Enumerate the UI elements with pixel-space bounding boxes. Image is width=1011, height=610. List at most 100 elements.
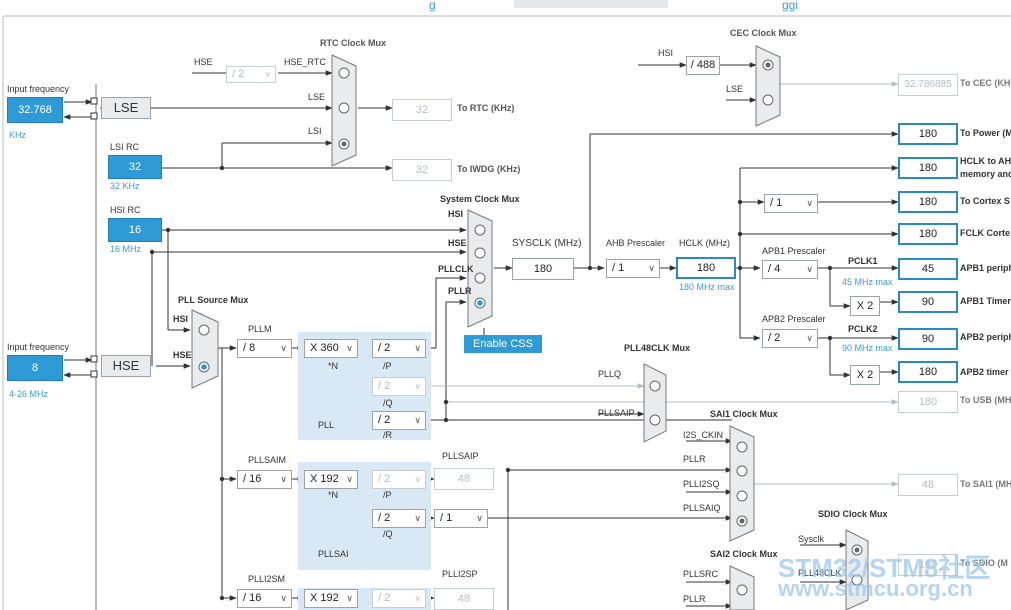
- sdio-pll48-label: PLL48CLK: [798, 568, 842, 578]
- rtc-lsi-label: LSI: [308, 126, 322, 136]
- chevron-down-icon: ∨: [414, 381, 421, 391]
- plli2sn-select[interactable]: X 192∨: [304, 589, 358, 608]
- cec-mux-shape: [755, 45, 781, 127]
- chevron-down-icon: ∨: [414, 593, 421, 603]
- lsi-value[interactable]: 32: [108, 155, 162, 179]
- hse-frequency-input[interactable]: 8: [7, 355, 63, 381]
- pllp-select[interactable]: / 2∨: [372, 339, 426, 358]
- apb2-prescaler-select[interactable]: / 2∨: [762, 329, 818, 348]
- hse-range: 4-26 MHz: [9, 389, 49, 399]
- lse-source[interactable]: LSE: [101, 97, 151, 119]
- pllsaip-select[interactable]: / 2∨: [372, 470, 426, 489]
- hclk-ahb-label2: memory and: [960, 169, 1011, 179]
- apb1-timer-label: APB1 Timer: [960, 296, 1011, 306]
- chevron-down-icon: ∨: [806, 333, 813, 343]
- hclk-ahb-label: HCLK to AH: [960, 156, 1011, 166]
- hsi-value[interactable]: 16: [108, 218, 162, 242]
- sai1-pllsaiq-label: PLLSAIQ: [683, 503, 721, 513]
- pll48-pllsaip-label: PLLSAIP: [598, 408, 635, 418]
- apb1-prescaler-select[interactable]: / 4∨: [762, 260, 818, 279]
- apb2-prescaler-label: APB2 Prescaler: [762, 314, 826, 324]
- hclk-max: 180 MHz max: [679, 282, 735, 292]
- cortex-timer-divider-select[interactable]: / 1∨: [764, 194, 818, 213]
- pll-name: PLL: [318, 420, 335, 430]
- usb-output-value: 180: [898, 391, 958, 413]
- pllsain-select[interactable]: X 192∨: [304, 470, 358, 489]
- apb1-timer-value: 90: [898, 291, 958, 313]
- pllq-select[interactable]: / 2∨: [372, 377, 426, 396]
- chevron-down-icon: ∨: [346, 474, 353, 484]
- hclk-label: HCLK (MHz): [679, 238, 730, 248]
- pclk2-max: 90 MHz max: [842, 343, 893, 353]
- sai2-mux-title: SAI2 Clock Mux: [710, 549, 778, 559]
- chevron-down-icon: ∨: [414, 343, 421, 353]
- usb-output-label: To USB (MH: [960, 395, 1011, 405]
- plli2sm-label: PLLI2SM: [248, 574, 286, 584]
- chevron-down-icon: ∨: [280, 474, 287, 484]
- plli2sp-select[interactable]: / 2∨: [372, 589, 426, 608]
- sysclk-value: 180: [512, 258, 574, 280]
- fclk-output-label: FCLK Corte: [960, 228, 1010, 238]
- top-tab[interactable]: [514, 0, 668, 8]
- apb2-periph-value: 90: [898, 328, 958, 350]
- pllsaim-select[interactable]: / 16∨: [237, 470, 292, 489]
- lsi-range: 32 KHz: [110, 181, 140, 191]
- chevron-down-icon: ∨: [806, 198, 813, 208]
- power-output-label: To Power (M: [960, 128, 1011, 138]
- pll48-mux-shape: [643, 363, 667, 443]
- sai1-output-value: 48: [898, 474, 958, 496]
- cec-divider[interactable]: / 488: [686, 56, 720, 75]
- hclk-input[interactable]: 180: [676, 257, 736, 279]
- lse-freq-title: Input frequency: [7, 84, 70, 94]
- sdio-output-value: 180: [898, 554, 958, 576]
- chevron-down-icon: ∨: [264, 69, 271, 79]
- pclk2-label: PCLK2: [848, 324, 878, 334]
- sai2-pllr-label: PLLR: [683, 594, 706, 604]
- rtc-output-label: To RTC (KHz): [457, 103, 515, 113]
- lsi-title: LSI RC: [110, 142, 140, 152]
- pllsaiq-divider-select[interactable]: / 1∨: [434, 509, 488, 528]
- pll-source-mux-title: PLL Source Mux: [178, 295, 249, 305]
- pllr-select[interactable]: / 2∨: [372, 411, 426, 430]
- pclk1-label: PCLK1: [848, 256, 878, 266]
- hse-source[interactable]: HSE: [101, 355, 151, 377]
- plli2sm-select[interactable]: / 16∨: [237, 589, 292, 608]
- pllsain-label: *N: [328, 490, 339, 500]
- chevron-down-icon: ∨: [346, 593, 353, 603]
- apb1-prescaler-label: APB1 Prescaler: [762, 246, 826, 256]
- pll-source-mux-shape: [191, 309, 219, 389]
- ahb-prescaler-select[interactable]: / 1∨: [606, 259, 660, 278]
- iwdg-output-label: To IWDG (KHz): [457, 164, 521, 174]
- rtc-hse-divider[interactable]: / 2∨: [226, 66, 276, 83]
- power-output-value: 180: [898, 123, 958, 145]
- pclk1-max: 45 MHz max: [842, 277, 893, 287]
- lse-frequency-input[interactable]: 32.768: [7, 97, 63, 123]
- plln-select[interactable]: X 360∨: [304, 339, 358, 358]
- rtc-lse-label: LSE: [308, 92, 326, 102]
- pllr-label: /R: [383, 430, 392, 440]
- watermark-line1: STM32/STM8社区: [778, 553, 991, 583]
- sai1-mux-shape: [729, 425, 755, 542]
- pllsaiq-select[interactable]: / 2∨: [372, 509, 426, 528]
- apb1-periph-label: APB1 periph: [960, 263, 1011, 273]
- chevron-down-icon: ∨: [414, 513, 421, 523]
- apb1-periph-value: 45: [898, 258, 958, 280]
- chevron-down-icon: ∨: [414, 415, 421, 425]
- pllm-label: PLLM: [248, 324, 272, 334]
- chevron-down-icon: ∨: [476, 513, 483, 523]
- sai1-output-label: To SAI1 (MH: [960, 479, 1011, 489]
- rtc-mux-title: RTC Clock Mux: [320, 38, 387, 48]
- cec-output-value: 32.786885: [898, 74, 958, 96]
- pllsaip-label: /P: [383, 490, 392, 500]
- system-mux-shape: [467, 209, 493, 328]
- apb2-timer-multiplier: X 2: [850, 365, 880, 385]
- enable-css-button[interactable]: Enable CSS: [464, 335, 542, 353]
- rtc-hse-rtc-label: HSE_RTC: [284, 57, 326, 67]
- hclk-ahb-output-value: 180: [898, 157, 958, 179]
- pllm-select[interactable]: / 8∨: [237, 339, 292, 358]
- watermark-line2: www.stmcu.org.cn: [778, 576, 973, 601]
- pllsrc-hsi-label: HSI: [173, 314, 189, 324]
- plli2sp-output-value: 48: [434, 588, 494, 610]
